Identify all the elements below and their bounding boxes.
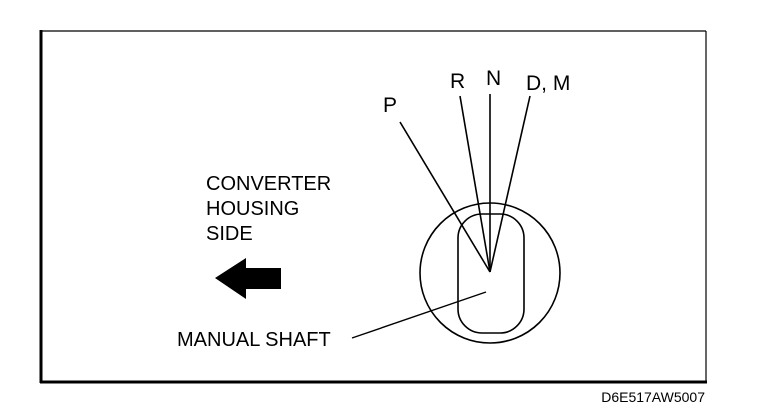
position-line-r (459, 95, 491, 273)
converter-label-line-2: HOUSING (206, 198, 299, 220)
converter-label-line-3: SIDE (206, 223, 253, 245)
frame (39, 30, 707, 384)
converter-label-line-1: CONVERTER (206, 173, 331, 195)
arrow-left-icon (215, 258, 281, 299)
position-line-dm (489, 95, 531, 273)
figure-code: D6E517AW5007 (601, 389, 705, 405)
position-label-n: N (486, 67, 501, 90)
manual-shaft-label: MANUAL SHAFT (177, 329, 331, 351)
position-line-p (399, 121, 491, 273)
position-label-r: R (450, 70, 465, 93)
position-lines (399, 94, 531, 273)
position-label-p: P (383, 94, 397, 117)
manual-shaft-leader-line (351, 291, 487, 339)
manual-shaft-slot (457, 213, 525, 334)
converter-housing-side-label: CONVERTER HOUSING SIDE (206, 173, 331, 245)
position-label-dm: D, M (526, 72, 570, 95)
